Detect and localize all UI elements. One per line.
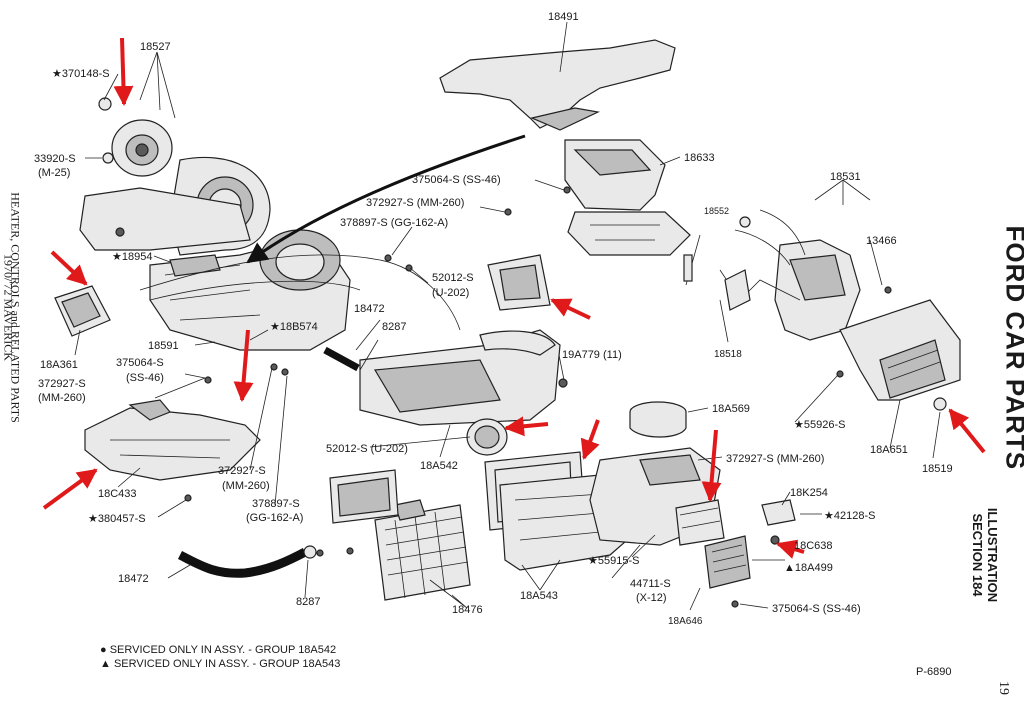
heater-housing-18A542 [359,329,561,456]
leader-lines [74,21,941,611]
control-assembly-18531 [734,209,861,341]
label-18B574: ★18B574 [270,321,318,333]
bezel-18A651 [839,299,961,401]
label-18472-b: 18472 [118,573,149,585]
legend-line-1: ● SERVICED ONLY IN ASSY. - GROUP 18A542 [100,644,337,656]
label-18K254: 18K254 [790,487,828,499]
label-378897-b-spec: (GG-162-A) [246,512,303,524]
red-arrow-5 [550,298,591,320]
label-372927-b-spec: (MM-260) [38,392,86,404]
ring-18A569 [629,401,687,438]
label-18A499: ▲18A499 [784,562,833,574]
label-18A569: 18A569 [712,403,750,415]
label-18591: 18591 [148,340,179,352]
label-33920: 33920-S [34,153,76,165]
label-52012-a: 52012-S [432,272,474,284]
knob-18519 [933,397,947,411]
label-372927-c: 372927-S [218,465,266,477]
figure-id: P-6890 [916,666,952,678]
label-42128: ★42128-S [824,510,875,522]
label-380457: ★380457-S [88,513,146,525]
label-18518: 18518 [714,349,742,360]
label-18A543: 18A543 [520,590,558,602]
red-arrow-6 [504,416,549,437]
bracket-18K254 [761,499,796,545]
duct-18633 [564,139,666,211]
label-372927-c-spec: (MM-260) [222,480,270,492]
red-arrow-8 [701,429,722,502]
hose-18472-lower [177,545,317,578]
label-378897-b: 378897-S [252,498,300,510]
door-18A646 [675,499,725,546]
red-arrow-7 [580,419,600,460]
label-375064-c: 375064-S (SS-46) [772,603,861,615]
label-44711-spec: (X-12) [636,592,667,604]
legend-line-2: ▲ SERVICED ONLY IN ASSY. - GROUP 18A543 [100,658,341,670]
mounting-plate [567,211,691,256]
red-arrow-1 [113,37,134,106]
label-18A542: 18A542 [420,460,458,472]
label-378897-a: 378897-S (GG-162-A) [340,217,448,229]
label-18A646: 18A646 [668,616,703,627]
red-arrow-9 [948,408,986,454]
label-18476: 18476 [452,604,483,616]
control-cable-2 [149,280,361,301]
cowl-bracket [79,187,251,251]
label-370148: ★370148-S [52,68,110,80]
red-arrow-10 [776,539,805,559]
red-arrow-2 [50,250,88,286]
label-18A361: 18A361 [40,359,78,371]
label-18C638: 18C638 [794,540,833,552]
label-18C433: 18C433 [98,488,137,500]
label-18A651: 18A651 [870,444,908,456]
label-8287-a: 8287 [382,321,406,333]
part-labels: 18491 18527 ★370148-S 33920-S (M-25) 186… [34,11,953,627]
label-18954: ★18954 [112,251,152,263]
label-18472-a: 18472 [354,303,385,315]
red-arrow-3 [233,329,254,402]
label-18552: 18552 [704,206,729,216]
red-arrow-4 [42,468,98,510]
label-18491: 18491 [548,11,579,23]
label-55915: ★55915-S [588,555,639,567]
hose-18472-upper [323,346,360,372]
heater-case [149,229,351,351]
red-annotation-arrows [42,37,986,559]
label-375064-b: 375064-S [116,357,164,369]
label-18527: 18527 [140,41,171,53]
defroster-duct-18491 [439,39,676,131]
control-cable [139,254,461,331]
black-callout-arrow [246,134,526,264]
label-13466: 13466 [866,235,897,247]
label-372927-d: 372927-S (MM-260) [726,453,824,465]
label-44711: 44711-S [630,578,671,590]
label-375064-b-spec: (SS-46) [126,372,164,384]
door-18A361 [54,285,111,337]
label-18519: 18519 [922,463,953,475]
fasteners [184,186,892,608]
heater-core-18476 [329,469,471,601]
label-19A779: 19A779 (11) [562,349,622,361]
label-372927-b: 372927-S [38,378,86,390]
label-55926: ★55926-S [794,419,845,431]
label-52012-b: 52012-S (U-202) [326,443,408,455]
floor-duct-18C433 [84,399,261,481]
label-18633: 18633 [684,152,715,164]
duct-right-52012 [487,254,551,311]
label-372927-a: 372927-S (MM-260) [366,197,464,209]
register-18A499 [704,535,751,589]
label-8287-b: 8287 [296,596,320,608]
label-18531: 18531 [830,171,861,183]
blower-motor-18527 [98,97,173,177]
cables-18552-18518 [683,234,801,311]
label-33920-spec: (M-25) [38,167,70,179]
label-52012-a-spec: (U-202) [432,287,469,299]
label-375064-a: 375064-S (SS-46) [412,174,501,186]
